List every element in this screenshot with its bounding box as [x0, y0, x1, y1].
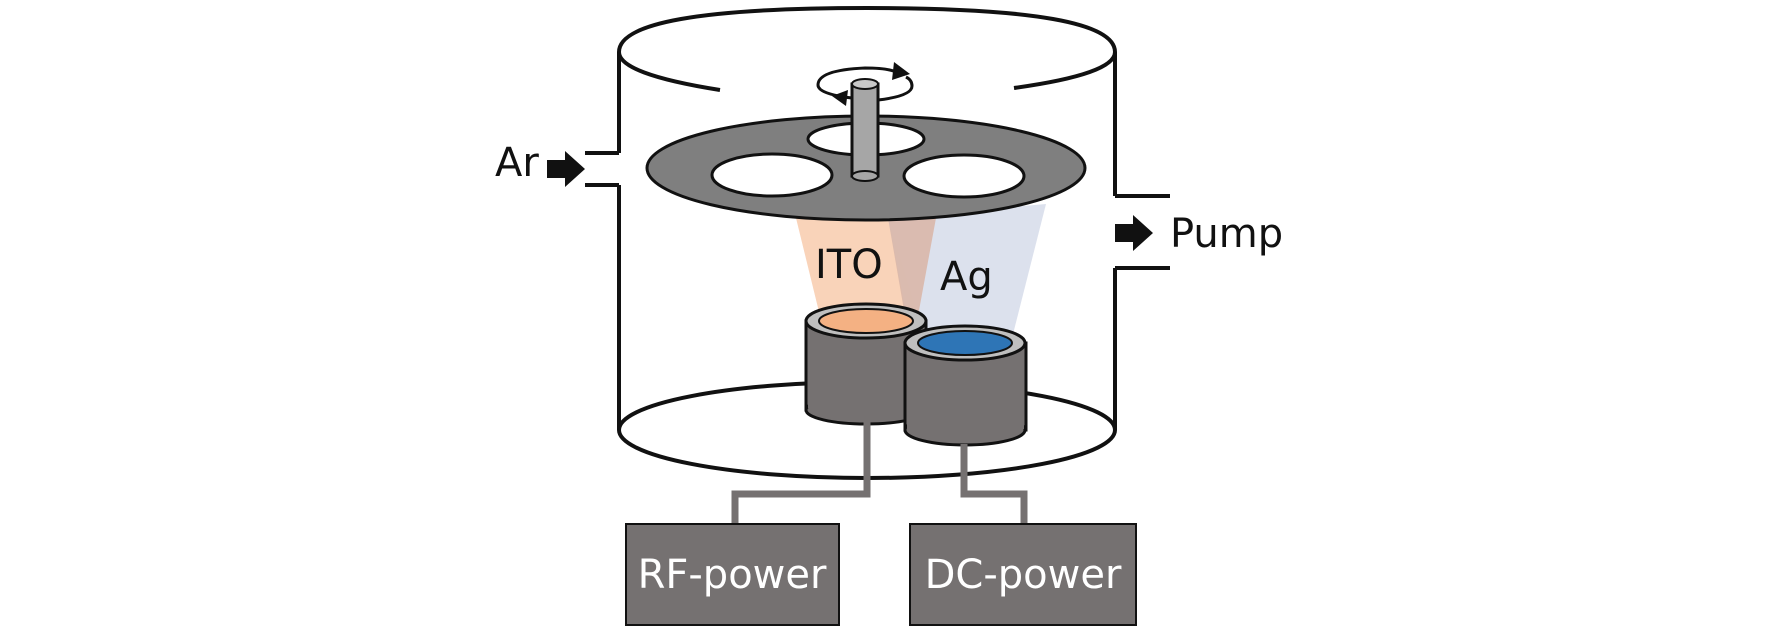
rotation-arrowhead-icon [892, 62, 910, 80]
pump-label: Pump [1170, 211, 1283, 257]
ito-label: ITO [815, 242, 883, 288]
dc-power-label: DC-power [925, 552, 1122, 598]
ag-label: Ag [940, 254, 993, 300]
rotation-shaft [850, 82, 880, 178]
inlet-arrow-icon [547, 151, 585, 187]
shaft-top [851, 78, 879, 90]
ag-target [917, 330, 1013, 356]
ito-target [818, 308, 914, 334]
substrate-slot-right [902, 153, 1026, 199]
rf-power-label: RF-power [638, 552, 827, 598]
rotation-arrowhead-icon-2 [832, 90, 848, 106]
dc-power-box [909, 523, 1137, 626]
rf-power-box [625, 523, 840, 626]
chamber-top-rim [616, 5, 1118, 92]
rotation-arrow-front [877, 75, 914, 102]
rotation-arrow-back [816, 66, 899, 100]
outlet-arrow-icon [1115, 215, 1153, 251]
ar-label: Ar [495, 140, 539, 186]
plume-overlap [888, 218, 936, 316]
dc-cable [960, 444, 1028, 524]
pump-outlet-port [1115, 194, 1170, 270]
rf-cable [731, 420, 871, 524]
shaft-bottom [851, 170, 879, 182]
ito-plume [796, 218, 918, 316]
substrate-slot-left [710, 152, 834, 198]
gas-inlet-port [585, 151, 619, 187]
